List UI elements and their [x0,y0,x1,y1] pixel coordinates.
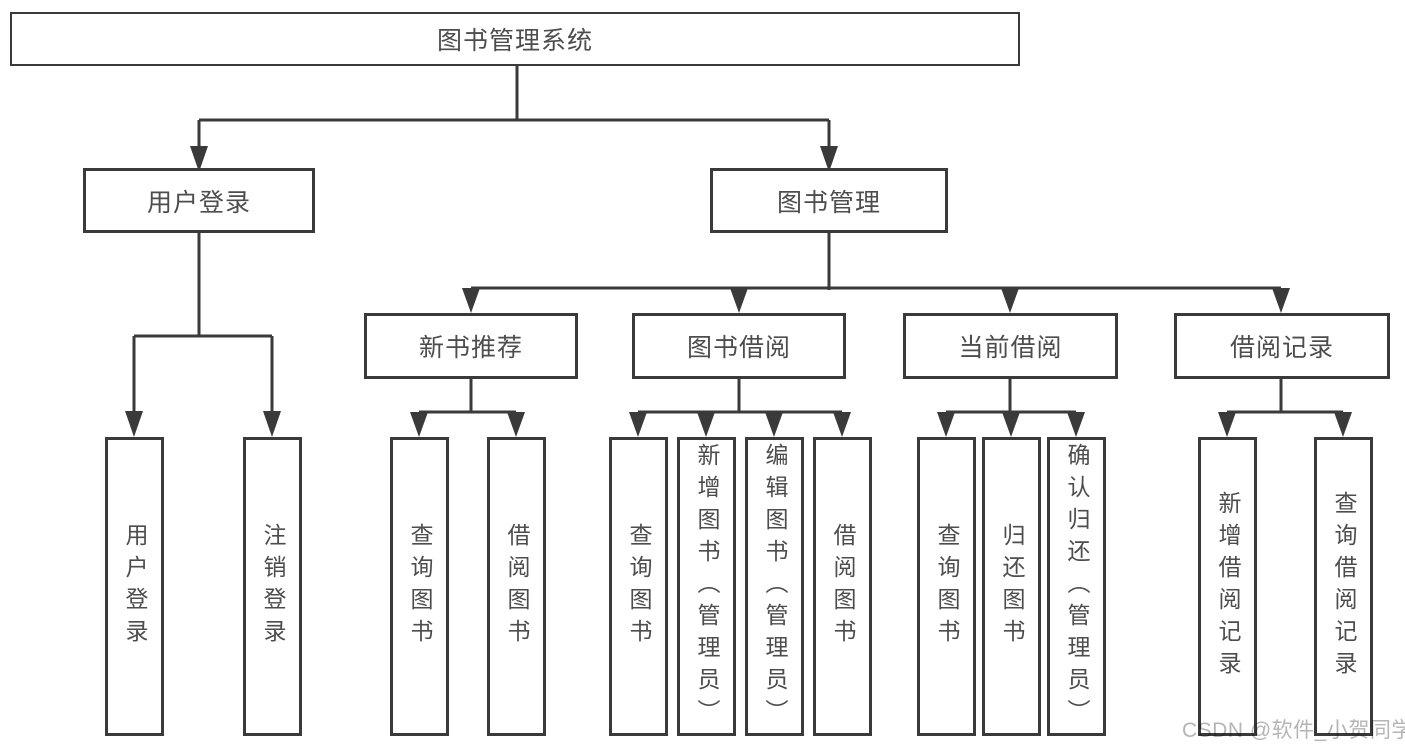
connector-bookmgmt-to-level3 [462,233,1290,313]
leaf-add-borrow-record-label: 新增借阅记录 [1215,490,1241,683]
leaf-borrow-books-recommend-label: 借阅图书 [504,522,530,651]
node-user-login: 用户登录 [83,168,315,233]
leaf-edit-books-admin: 编辑图书（管理员） [745,437,804,736]
leaf-borrow-books: 借阅图书 [813,437,872,736]
node-book-management: 图书管理 [710,168,948,233]
leaf-add-books-admin-label: 新增图书（管理员） [694,442,720,731]
leaf-search-books-recommend: 查询图书 [390,437,449,736]
leaf-add-books-admin: 新增图书（管理员） [677,437,736,736]
node-current-borrowing: 当前借阅 [903,313,1118,379]
leaf-search-books-current: 查询图书 [917,437,976,736]
leaf-search-books-borrowing-label: 查询图书 [626,522,652,651]
leaf-borrow-books-recommend: 借阅图书 [487,437,546,736]
leaf-search-borrow-record: 查询借阅记录 [1314,437,1373,736]
connector-newbook-to-leaves [410,379,525,437]
leaf-search-books-borrowing: 查询图书 [609,437,668,736]
leaf-logout-label: 注销登录 [260,522,286,651]
leaf-confirm-return-admin: 确认归还（管理员） [1047,437,1106,736]
connector-currentborrow-to-leaves [937,379,1085,437]
leaf-search-books-recommend-label: 查询图书 [407,522,433,651]
csdn-watermark: CSDN @软件_小贺同学 [1182,719,1405,742]
leaf-user-login-label: 用户登录 [122,522,148,651]
leaf-add-borrow-record: 新增借阅记录 [1198,437,1257,736]
connector-userlogin-to-leaves [125,233,281,437]
node-root-system: 图书管理系统 [10,12,1020,66]
node-borrow-records: 借阅记录 [1174,313,1390,379]
leaf-logout: 注销登录 [243,437,302,736]
node-new-book-recommend: 新书推荐 [364,313,578,379]
connector-root-to-level2 [190,66,838,172]
node-book-borrowing: 图书借阅 [632,313,846,379]
leaf-search-borrow-record-label: 查询借阅记录 [1331,490,1357,683]
leaf-return-books-label: 归还图书 [999,522,1025,651]
leaf-return-books: 归还图书 [982,437,1041,736]
leaf-edit-books-admin-label: 编辑图书（管理员） [762,442,788,731]
leaf-user-login: 用户登录 [105,437,164,736]
connector-bookborrow-to-leaves [629,379,851,437]
leaf-confirm-return-admin-label: 确认归还（管理员） [1064,442,1090,731]
leaf-search-books-current-label: 查询图书 [934,522,960,651]
leaf-borrow-books-label: 借阅图书 [830,522,856,651]
connector-borrowrecord-to-leaves [1218,379,1352,437]
